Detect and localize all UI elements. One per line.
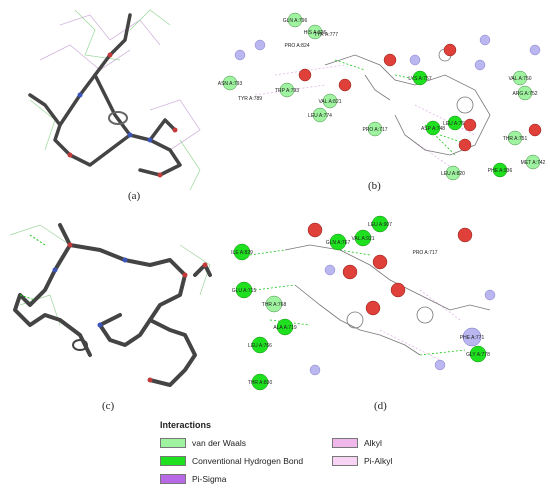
caption-d: (d)	[374, 400, 387, 412]
residue-label-b-10: ASP A:748	[421, 126, 445, 132]
residue-label-d-0: ILE A:829	[231, 250, 253, 256]
legend-swatch-van-der-waals	[160, 438, 186, 448]
residue-label-d-9: THR A:830	[248, 380, 273, 386]
residue-label-b-0: GLN A:796	[283, 18, 308, 24]
residue-label-b-14: THR A:751	[503, 136, 528, 142]
legend-item-van-der-waals: van der Waals	[160, 438, 246, 448]
residue-label-d-1: GLN A:767	[326, 240, 351, 246]
residue-label-d-2: VAL A:921	[351, 236, 374, 242]
residue-label-b-6: TRP A:793	[275, 88, 299, 94]
legend-item-alkyl: Alkyl	[332, 438, 382, 448]
interactions-legend: Interactions van der Waals Conventional …	[160, 420, 400, 492]
residue-label-b-18: LYS A:757	[408, 76, 431, 82]
legend-label: Conventional Hydrogen Bond	[192, 456, 304, 466]
panel-a-3d-structure	[28, 9, 201, 191]
legend-item-pi-alkyl: Pi-Alkyl	[332, 456, 392, 466]
residue-label-d-5: GLU A:715	[232, 288, 257, 294]
residue-label-b-1: HIS A:826	[304, 30, 327, 36]
caption-c: (c)	[102, 400, 115, 412]
residue-label-d-10: PHE A:771	[460, 335, 485, 341]
residue-label-b-5: TYR A:789	[238, 96, 262, 102]
residue-label-d-11: GLY A:778	[466, 352, 490, 358]
residue-label-b-3: TYR A:777	[314, 32, 338, 38]
residue-label-d-3: LEU A:907	[368, 222, 392, 228]
residue-label-b-12: VAL A:750	[508, 76, 531, 82]
residue-label-b-9: PRO A:717	[362, 127, 387, 133]
residue-label-b-15: MET A:742	[521, 160, 546, 166]
residue-label-d-8: LEU A:766	[248, 343, 272, 349]
legend-label: Alkyl	[364, 438, 382, 448]
panel-b-2d-interactions: GLN A:796 HIS A:826 PRO A:824 TYR A:777 …	[218, 12, 546, 181]
caption-b: (b)	[368, 180, 381, 192]
legend-label: Pi-Sigma	[192, 474, 227, 484]
legend-item-hydrogen-bond: Conventional Hydrogen Bond	[160, 456, 303, 466]
panel-d-2d-interactions: ILE A:829 GLN A:767 VAL A:921 LEU A:907 …	[231, 215, 496, 391]
panel-c-3d-structure	[9, 223, 212, 387]
legend-swatch-pi-alkyl	[332, 456, 358, 466]
residue-label-b-8: LEU A:774	[308, 113, 332, 119]
residue-label-b-17: PHE A:936	[488, 168, 513, 174]
residue-label-b-11: LEU A:768	[443, 121, 467, 127]
residue-label-b-4: ASN A:793	[218, 81, 243, 87]
legend-swatch-hydrogen-bond	[160, 456, 186, 466]
residue-label-d-7: ALA A:719	[273, 325, 297, 331]
legend-label: van der Waals	[192, 438, 247, 448]
residue-label-b-7: VAL A:821	[318, 99, 341, 105]
residue-label-b-16: LEU A:820	[441, 171, 465, 177]
residue-label-d-4: PRO A:717	[412, 250, 437, 256]
residue-label-b-13: ARG A:752	[512, 91, 537, 97]
legend-label: Pi-Alkyl	[364, 456, 393, 466]
legend-swatch-pi-sigma	[160, 474, 186, 484]
legend-item-pi-sigma: Pi-Sigma	[160, 474, 226, 484]
legend-title: Interactions	[160, 420, 212, 430]
residue-label-d-6: THR A:768	[262, 302, 287, 308]
residue-label-b-2: PRO A:824	[284, 43, 309, 49]
legend-swatch-alkyl	[332, 438, 358, 448]
caption-a: (a)	[128, 190, 141, 202]
